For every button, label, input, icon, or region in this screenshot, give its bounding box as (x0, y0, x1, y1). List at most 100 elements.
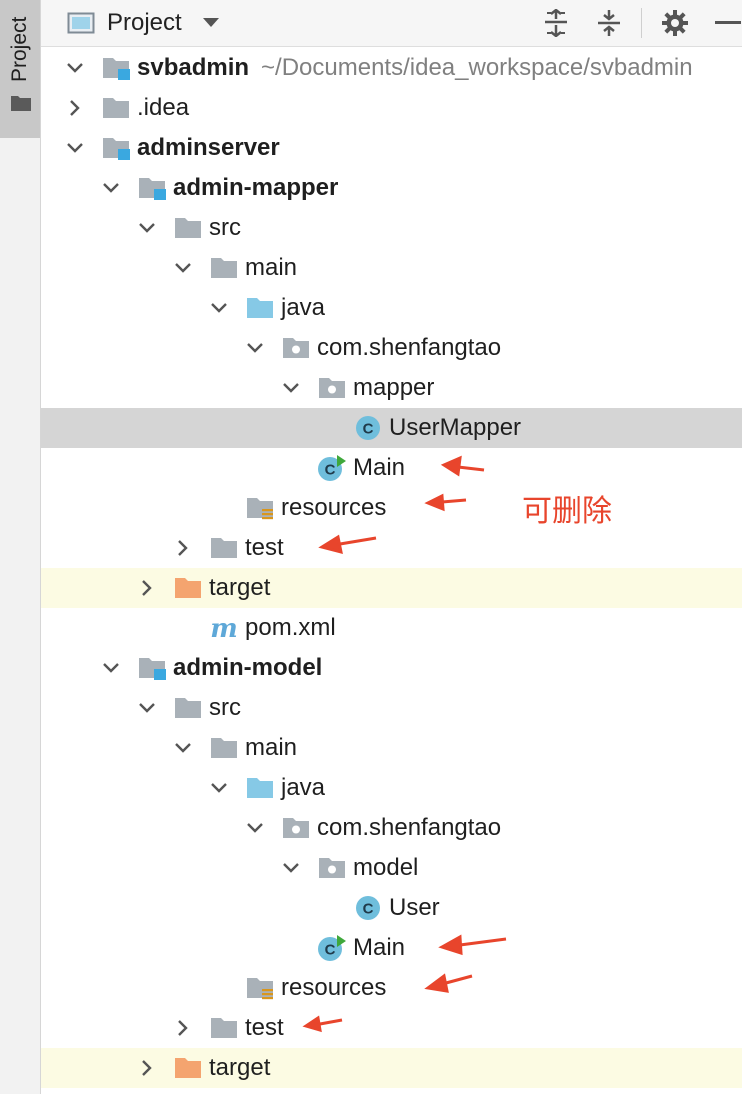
tree-toggle[interactable] (173, 1018, 193, 1038)
source-folder-icon (245, 294, 275, 322)
folder-icon (101, 94, 131, 122)
tree-toggle[interactable] (137, 218, 157, 238)
tree-node[interactable]: admin-mapper (41, 168, 742, 208)
tree-node[interactable]: java (41, 288, 742, 328)
tree-node-label: test (245, 1014, 284, 1041)
tree-node-label: target (209, 1054, 271, 1081)
tree-node[interactable]: com.shenfangtao (41, 328, 742, 368)
tree-toggle[interactable] (209, 298, 229, 318)
annotation-note: 可删除 (522, 494, 612, 529)
tree-node[interactable]: main (41, 248, 742, 288)
folder-icon (209, 534, 239, 562)
project-tree[interactable]: svbadmin~/Documents/idea_workspace/svbad… (41, 48, 742, 1088)
tree-node-label: com.shenfangtao (317, 814, 502, 841)
tree-node-label: src (209, 214, 241, 241)
package-icon (317, 374, 347, 402)
tree-node[interactable]: test (41, 528, 742, 568)
tree-node-label: adminserver (137, 134, 280, 161)
chevron-down-icon (247, 343, 263, 353)
tree-node[interactable]: com.shenfangtao (41, 808, 742, 848)
gear-icon (662, 10, 688, 36)
folder-icon (209, 734, 239, 762)
tree-node[interactable]: target (41, 568, 742, 608)
folder-icon (173, 214, 203, 242)
tool-window-stripe: Project (0, 0, 41, 1094)
tree-toggle[interactable] (245, 818, 265, 838)
tree-toggle[interactable] (137, 578, 157, 598)
chevron-down-icon (67, 63, 83, 73)
tree-node-label: .idea (137, 94, 190, 121)
chevron-right-icon (178, 540, 188, 556)
tree-node[interactable]: target (41, 1048, 742, 1088)
tree-node[interactable]: model (41, 848, 742, 888)
tree-node[interactable]: test (41, 1008, 742, 1048)
chevron-down-icon (67, 143, 83, 153)
tree-toggle[interactable] (173, 738, 193, 758)
view-selector[interactable]: Project (67, 0, 220, 46)
tree-node[interactable]: .idea (41, 88, 742, 128)
tree-toggle[interactable] (137, 1058, 157, 1078)
excluded-folder-icon (173, 574, 203, 602)
project-toolwindow-header: Project (41, 0, 742, 47)
tree-toggle[interactable] (173, 258, 193, 278)
tree-node-label: test (245, 534, 284, 561)
tree-node[interactable]: admin-model (41, 648, 742, 688)
tree-node-label: Main (353, 934, 406, 961)
tree-node[interactable]: resources (41, 968, 742, 1008)
class-icon: C (353, 894, 383, 922)
hide-button[interactable] (715, 0, 741, 46)
chevron-down-icon (103, 183, 119, 193)
tree-toggle[interactable] (209, 778, 229, 798)
tree-toggle[interactable] (281, 858, 301, 878)
project-view-icon (67, 12, 95, 34)
tree-toggle[interactable] (101, 658, 121, 678)
tree-toggle[interactable] (101, 178, 121, 198)
chevron-right-icon (178, 1020, 188, 1036)
tree-node[interactable]: src (41, 688, 742, 728)
tree-toggle[interactable] (65, 138, 85, 158)
collapse-all-button[interactable] (596, 0, 622, 46)
tree-node[interactable]: src (41, 208, 742, 248)
tree-node[interactable]: java (41, 768, 742, 808)
tree-toggle[interactable] (281, 378, 301, 398)
tree-node-label: src (209, 694, 241, 721)
tree-node-label: admin-model (173, 654, 323, 681)
tree-toggle[interactable] (173, 538, 193, 558)
settings-button[interactable] (661, 0, 689, 46)
tree-node[interactable]: svbadmin~/Documents/idea_workspace/svbad… (41, 48, 742, 88)
project-stripe-button[interactable]: Project (0, 0, 40, 138)
collapse-all-icon (598, 10, 620, 36)
svg-text:m: m (210, 615, 238, 641)
tree-node[interactable]: main (41, 728, 742, 768)
tree-toggle[interactable] (137, 698, 157, 718)
tree-node[interactable]: adminserver (41, 128, 742, 168)
tree-node-label: User (389, 894, 440, 921)
expand-all-button[interactable] (543, 0, 569, 46)
tree-node-label: UserMapper (389, 414, 522, 441)
tree-toggle[interactable] (65, 58, 85, 78)
maven-file-icon: m (209, 614, 239, 642)
chevron-right-icon (142, 1060, 152, 1076)
expand-all-icon (545, 9, 567, 37)
tree-node-label: resources (281, 974, 387, 1001)
chevron-down-icon (139, 703, 155, 713)
tree-node-label: svbadmin (137, 54, 250, 81)
tree-toggle[interactable] (65, 98, 85, 118)
tree-node-label: java (281, 294, 326, 321)
class-icon: C (353, 414, 383, 442)
tree-toggle[interactable] (245, 338, 265, 358)
module-folder-icon (137, 654, 167, 682)
chevron-down-icon (283, 863, 299, 873)
tree-node[interactable]: mapper (41, 368, 742, 408)
chevron-down-icon (247, 823, 263, 833)
tree-node-label: admin-mapper (173, 174, 339, 201)
tree-node[interactable]: resources (41, 488, 742, 528)
tree-node-label: com.shenfangtao (317, 334, 502, 361)
tree-node-label: main (245, 734, 298, 761)
chevron-down-icon (202, 18, 219, 27)
